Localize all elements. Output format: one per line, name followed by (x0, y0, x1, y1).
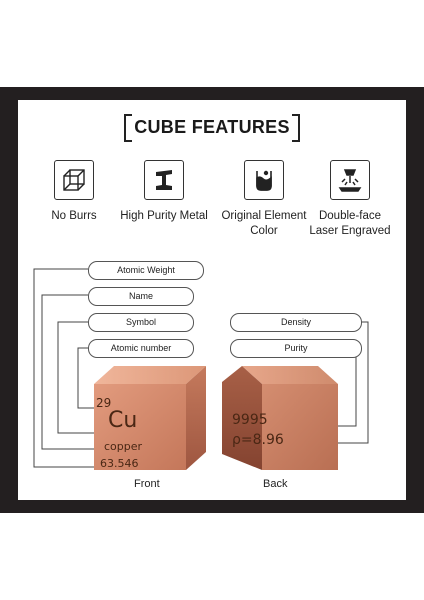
feature-high-purity: High Purity Metal (120, 160, 208, 224)
right-bracket (292, 114, 300, 142)
title-block: CUBE FEATURES (124, 112, 300, 142)
feature-laser-engraved: Double-face Laser Engraved (306, 160, 394, 239)
i-beam-icon (144, 160, 184, 200)
front-weight: 63.546 (100, 457, 139, 470)
label-atomic-weight: Atomic Weight (88, 261, 204, 280)
label-atomic-number: Atomic number (88, 339, 194, 358)
feature-label: Original Element Color (221, 210, 307, 237)
front-name: copper (104, 440, 143, 453)
laser-engraving-icon (330, 160, 370, 200)
label-density: Density (230, 313, 362, 332)
cube-outline-icon (54, 160, 94, 200)
back-density: ρ=8.96 (232, 432, 284, 448)
feature-no-burrs: No Burrs (30, 160, 118, 224)
feature-label: Double-face Laser Engraved (309, 210, 391, 237)
label-symbol: Symbol (88, 313, 194, 332)
label-purity: Purity (230, 339, 362, 358)
front-symbol: Cu (108, 408, 138, 433)
feature-label: High Purity Metal (120, 210, 208, 222)
back-purity: 9995 (232, 412, 268, 428)
front-atomic-number: 29 (96, 396, 112, 410)
label-name: Name (88, 287, 194, 306)
front-caption: Front (134, 478, 160, 490)
feature-original-color: Original Element Color (220, 160, 308, 239)
front-cube (94, 366, 206, 470)
page-title: CUBE FEATURES (134, 117, 290, 137)
back-cube (222, 366, 338, 470)
left-bracket (124, 114, 132, 142)
feature-label: No Burrs (51, 210, 97, 222)
back-caption: Back (263, 478, 288, 490)
beaker-icon (244, 160, 284, 200)
